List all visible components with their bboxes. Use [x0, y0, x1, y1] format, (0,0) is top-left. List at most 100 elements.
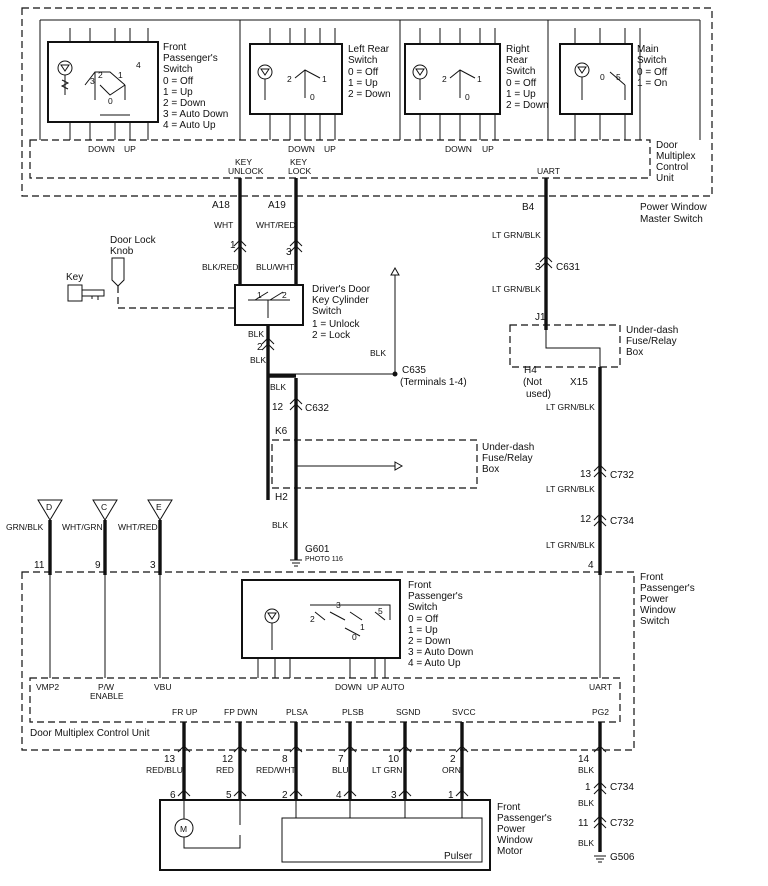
main-switch-title-2: Switch: [637, 55, 666, 66]
pin-key-unlock-1: KEY: [235, 157, 252, 167]
c635-label-1: C635: [402, 365, 426, 376]
right-rear-num-1: 1: [477, 74, 482, 84]
master-dmcu-outline: [29, 139, 651, 179]
h4-label: H4: [524, 365, 537, 376]
fpws-title-3: Power: [640, 594, 669, 605]
left-rear-legend-2: 2 = Down: [348, 89, 391, 100]
c732-label-b: C732: [610, 818, 634, 829]
master-switch-outline: [21, 7, 713, 197]
connector-pin-11b: 11: [578, 818, 589, 829]
master-fp-legend-1: 1 = Up: [163, 87, 193, 98]
connector-pin-1: 1: [230, 240, 236, 251]
pin-enable: ENABLE: [90, 691, 124, 701]
connector-c: C WHT/GRN 9: [62, 499, 118, 575]
wire-blu-wht: BLU/WHT: [256, 262, 294, 272]
wire-wht-red: WHT/RED: [256, 220, 296, 230]
c732-label-r: C732: [610, 470, 634, 481]
left-rear-legend-1: 1 = Up: [348, 78, 378, 89]
g601-label: G601: [305, 544, 330, 555]
fuse-left-1: Under-dash: [482, 442, 534, 453]
pin-down: DOWN: [335, 682, 362, 692]
left-rear-num-1: 1: [322, 74, 327, 84]
bottom-pin-labels: 13 12 8 7 10 2 14: [164, 754, 590, 765]
c734-label-r: C734: [610, 516, 634, 527]
connector-pin-4r: 4: [588, 560, 594, 571]
cyl-title-1: Driver's Door: [312, 284, 371, 295]
main-switch-legend-1: 1 = On: [637, 78, 667, 89]
motor-title-3: Power: [497, 824, 526, 835]
wire-ltgrnblk-1: LT GRN/BLK: [492, 230, 541, 240]
b4-label: B4: [522, 202, 535, 213]
fpws-title-4: Window: [640, 605, 676, 616]
motor-m: M: [180, 824, 187, 834]
connector-e: E WHT/RED 3: [118, 499, 173, 575]
j1-label: J1: [535, 312, 546, 323]
right-rear-legend-2: 2 = Down: [506, 100, 549, 111]
main-switch-num-0: 0: [600, 72, 605, 82]
svg-text:BLU: BLU: [332, 765, 349, 775]
pin-down-3: DOWN: [445, 144, 472, 154]
connector-pin-1b: 1: [585, 782, 591, 793]
wire-blk-d: BLK: [270, 382, 286, 392]
pin-vmp2: VMP2: [36, 682, 59, 692]
bottom-wire-colors: RED/BLU RED RED/WHT BLU LT GRN ORN BLK: [146, 765, 594, 775]
svg-text:14: 14: [578, 754, 590, 765]
master-dmcu-label-4: Unit: [656, 173, 674, 184]
svg-text:4: 4: [336, 790, 342, 801]
fpws-sw-title-1: Front: [408, 580, 432, 591]
fuse-left-2: Fuse/Relay: [482, 453, 533, 464]
pin-fr-up: FR UP: [172, 707, 198, 717]
pin-down-2: DOWN: [288, 144, 315, 154]
svg-text:RED: RED: [216, 765, 234, 775]
svg-text:11: 11: [34, 560, 45, 571]
fpws-legend-4: 4 = Auto Up: [408, 658, 461, 669]
fpws-sw-title-3: Switch: [408, 602, 437, 613]
pin-up-2: UP: [324, 144, 336, 154]
right-rear-title-2: Rear: [506, 55, 528, 66]
right-rear-num-0: 0: [465, 92, 470, 102]
wire-ltgrnblk-3: LT GRN/BLK: [546, 402, 595, 412]
c631-label: C631: [556, 262, 580, 273]
pin-up-3: UP: [482, 144, 494, 154]
fpws-num-5: 5: [378, 606, 383, 616]
wire-ltgrnblk-4: LT GRN/BLK: [546, 484, 595, 494]
pin-down-1: DOWN: [88, 144, 115, 154]
fpws-switch-box: [241, 579, 401, 659]
fuse-left-3: Box: [482, 464, 499, 475]
right-rear-num-2: 2: [442, 74, 447, 84]
fpws-legend-0: 0 = Off: [408, 614, 438, 625]
svg-text:WHT/RED: WHT/RED: [118, 522, 158, 532]
fpws-legend-3: 3 = Auto Down: [408, 647, 473, 658]
wire-blk-e: BLK: [272, 520, 288, 530]
pin-vbu: VBU: [154, 682, 171, 692]
wire-blk-c: BLK: [370, 348, 386, 358]
fp-power-window-switch-outline: [21, 571, 635, 751]
not-used-2: used): [526, 389, 551, 400]
pin-uart: UART: [537, 166, 560, 176]
fuse-right-3: Box: [626, 347, 643, 358]
pin-up-1: UP: [124, 144, 136, 154]
cyl-legend-2: 2 = Lock: [312, 330, 351, 341]
motor-title-1: Front: [497, 802, 521, 813]
door-lock-knob-icon: [111, 257, 125, 287]
key-label: Key: [66, 272, 83, 283]
pin-sgnd: SGND: [396, 707, 421, 717]
key-cylinder-switch-box: [234, 284, 304, 326]
pin-key-lock-2: LOCK: [288, 166, 311, 176]
master-switch-title-2: Master Switch: [640, 214, 703, 225]
motor-title-5: Motor: [497, 846, 523, 857]
master-fp-legend-2: 2 = Down: [163, 98, 206, 109]
left-rear-num-2: 2: [287, 74, 292, 84]
svg-text:RED/WHT: RED/WHT: [256, 765, 296, 775]
fpws-dmcu-label: Door Multiplex Control Unit: [30, 728, 150, 739]
svg-text:C: C: [101, 502, 107, 512]
ground-g601: [290, 559, 302, 567]
connector-pin-12: 12: [272, 402, 284, 413]
cyl-title-3: Switch: [312, 306, 341, 317]
c734-label-b: C734: [610, 782, 634, 793]
right-rear-legend-1: 1 = Up: [506, 89, 536, 100]
master-fp-legend-4: 4 = Auto Up: [163, 120, 216, 131]
photo-label: PHOTO 116: [305, 556, 343, 563]
wire-wht: WHT: [214, 220, 233, 230]
k6-label: K6: [275, 426, 288, 437]
